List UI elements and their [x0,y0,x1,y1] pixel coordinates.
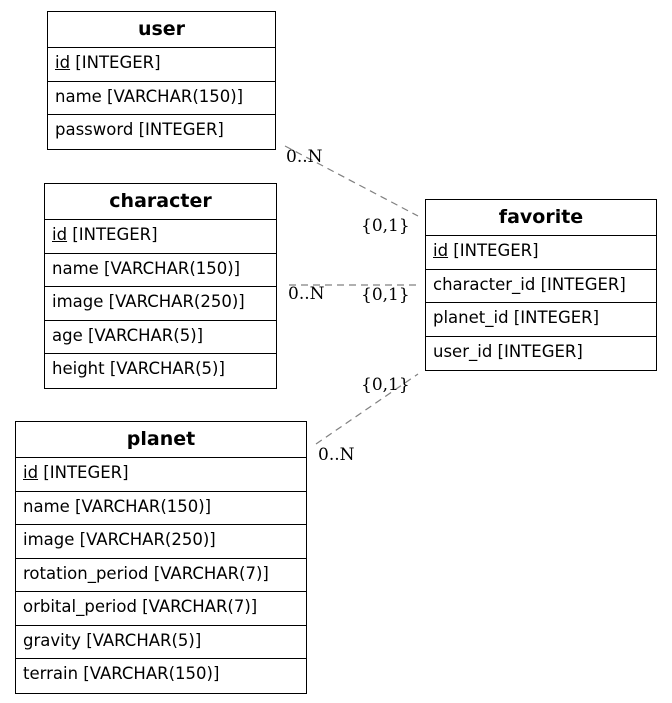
entity-title: favorite [426,200,656,236]
attribute-type: [INTEGER] [448,241,539,260]
cardinality-planet-side: 0..N [318,445,355,465]
attribute-row: id [INTEGER] [16,458,306,492]
attribute-type: [INTEGER] [70,53,161,72]
attribute-row: terrain [VARCHAR(150)] [23,664,220,683]
entity-title: user [48,12,275,48]
cardinality-favorite-planet-side: {0,1} [361,375,410,395]
attribute-row: image [VARCHAR(250)] [45,287,276,321]
primary-key: id [55,53,71,72]
entity-character[interactable]: character id [INTEGER] name [VARCHAR(150… [44,183,277,389]
cardinality-favorite-character-side: {0,1} [361,285,410,305]
attribute-row: name [VARCHAR(150)] [48,82,275,115]
attribute-row: password [INTEGER] [55,120,224,139]
attribute-type: [INTEGER] [38,463,129,482]
attribute-row: id [INTEGER] [426,236,656,270]
attribute-row: rotation_period [VARCHAR(7)] [16,559,306,592]
attribute-type: [INTEGER] [67,225,158,244]
attribute-row: orbital_period [VARCHAR(7)] [16,592,306,626]
edge-user-favorite [284,145,419,217]
attribute-row: name [VARCHAR(150)] [16,492,306,525]
cardinality-favorite-user-side: {0,1} [361,216,410,236]
attribute-row: user_id [INTEGER] [433,341,583,361]
attribute-row: gravity [VARCHAR(5)] [16,626,306,659]
entity-planet[interactable]: planet id [INTEGER] name [VARCHAR(150)] … [15,421,307,694]
primary-key: id [52,225,68,244]
entity-title: planet [16,422,306,458]
entity-user[interactable]: user id [INTEGER] name [VARCHAR(150)] pa… [47,11,276,150]
attribute-row: id [INTEGER] [48,48,275,82]
attribute-row: image [VARCHAR(250)] [16,525,306,559]
cardinality-character-side: 0..N [288,284,325,304]
entity-title: character [45,184,276,220]
edge-planet-favorite [315,373,419,445]
attribute-row: age [VARCHAR(5)] [45,321,276,354]
primary-key: id [433,241,449,260]
attribute-row: id [INTEGER] [45,220,276,254]
entity-favorite[interactable]: favorite id [INTEGER] character_id [INTE… [425,199,657,371]
attribute-row: height [VARCHAR(5)] [52,359,225,378]
primary-key: id [23,463,39,482]
attribute-row: name [VARCHAR(150)] [45,254,276,287]
attribute-row: character_id [INTEGER] [426,270,656,303]
attribute-row: planet_id [INTEGER] [426,303,656,337]
cardinality-user-side: 0..N [286,147,323,167]
